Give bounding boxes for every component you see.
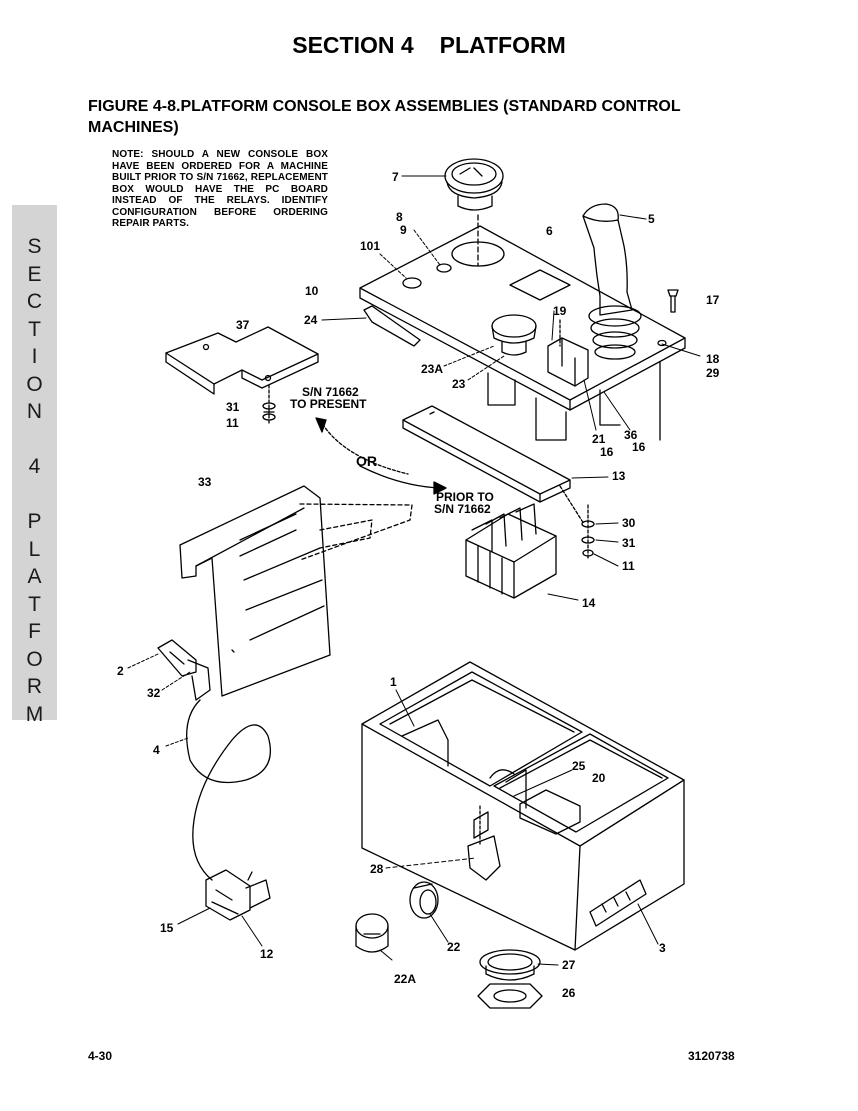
side-tab-letter: M [25, 702, 44, 726]
callout-11-left: 11 [226, 416, 239, 430]
callout-5: 5 [648, 212, 655, 226]
knob-cap [355, 913, 389, 953]
callout-28: 28 [370, 862, 384, 876]
side-tab-letter: T [28, 592, 41, 616]
callout-13: 13 [612, 469, 626, 483]
callout-24: 24 [304, 313, 318, 327]
side-tab-letter: 4 [28, 455, 41, 478]
side-tab-letter: L [28, 537, 41, 561]
serial-arrows [315, 417, 447, 495]
callout-23a: 23A [421, 362, 443, 376]
side-tab-letter: O [26, 647, 43, 671]
callout-23: 23 [452, 377, 466, 391]
callout-25: 25 [572, 759, 586, 773]
callout-37: 37 [236, 318, 250, 332]
console-box-housing [361, 661, 685, 951]
console-top-plate [359, 225, 686, 441]
side-tab-letter: O [26, 372, 43, 396]
callout-22a: 22A [394, 972, 416, 986]
side-tab-letter: F [28, 620, 41, 643]
cable-connector [157, 639, 272, 881]
callout-22: 22 [447, 940, 461, 954]
callout-9: 9 [400, 223, 407, 237]
callout-21: 21 [592, 432, 606, 446]
gasket-strip [363, 305, 421, 347]
relay-block [465, 503, 557, 599]
side-tab-letter: R [26, 675, 43, 698]
relay-cover-plate [165, 326, 319, 395]
sn-present-line1: S/N 71662 [302, 385, 359, 399]
callout-31-right: 31 [622, 536, 636, 550]
callout-1: 1 [390, 675, 397, 689]
callout-29: 29 [706, 366, 720, 380]
gauge-knob [444, 158, 504, 267]
ring-nut [479, 949, 541, 981]
callout-8: 8 [396, 210, 403, 224]
side-tab-letter: E [27, 262, 42, 286]
callout-16-a: 16 [600, 445, 614, 459]
selector-knob [409, 881, 439, 919]
pc-board [179, 485, 413, 697]
section-number: SECTION 4 [292, 32, 414, 58]
callout-31-left: 31 [226, 400, 240, 414]
callout-12: 12 [260, 947, 274, 961]
washer-nut-stack-left [262, 384, 276, 425]
joystick-controller [582, 203, 642, 360]
callout-18: 18 [706, 352, 720, 366]
callout-11-right: 11 [622, 559, 635, 573]
screw [667, 289, 679, 313]
side-tab-letter: N [26, 400, 43, 423]
serial-annotations: S/N 71662 TO PRESENT OR PRIOR TO S/N 716… [290, 385, 494, 516]
callout-33: 33 [198, 475, 212, 489]
page-number: 4-30 [88, 1049, 113, 1063]
callout-4: 4 [153, 743, 160, 757]
prior-line1: PRIOR TO [436, 490, 494, 504]
side-tab-letter: I [31, 345, 38, 368]
callout-19: 19 [553, 304, 567, 318]
side-tab-letter: S [27, 235, 42, 258]
side-tab-letter: P [27, 510, 42, 533]
strain-relief-fitting [205, 869, 271, 921]
toggle-switch-block [547, 319, 589, 387]
callout-30: 30 [622, 516, 636, 530]
hex-nut [477, 983, 543, 1009]
leader-lines [127, 175, 701, 966]
side-tab-letter: C [26, 290, 43, 313]
callout-2: 2 [117, 664, 124, 678]
toggle-switch [467, 805, 501, 881]
callout-7: 7 [392, 170, 399, 184]
callout-32: 32 [147, 686, 161, 700]
callout-101: 101 [360, 239, 380, 253]
callout-36: 36 [624, 428, 638, 442]
relay-mounting-bracket [402, 405, 585, 525]
sn-present-line2: TO PRESENT [290, 397, 367, 411]
side-tab-letter: A [27, 565, 42, 588]
callout-27: 27 [562, 958, 576, 972]
side-tab-letter: T [28, 317, 41, 341]
callout-17: 17 [706, 293, 720, 307]
section-title: SECTION 4 PLATFORM [0, 32, 858, 59]
callout-16-b: 16 [632, 440, 646, 454]
figure-note: NOTE: SHOULD A NEW CONSOLE BOX HAVE BEEN… [112, 149, 328, 229]
emergency-stop-switch [491, 314, 537, 356]
callout-14: 14 [582, 596, 596, 610]
figure-title: FIGURE 4-8.PLATFORM CONSOLE BOX ASSEMBLI… [88, 98, 681, 136]
callout-26: 26 [562, 986, 576, 1000]
callout-6: 6 [546, 224, 553, 238]
callout-3: 3 [659, 941, 666, 955]
washer-nut-stack-right [581, 504, 595, 561]
callout-15: 15 [160, 921, 174, 935]
callout-10: 10 [305, 284, 319, 298]
section-name: PLATFORM [439, 32, 566, 58]
document-number: 3120738 [688, 1049, 735, 1063]
or-label: OR [356, 453, 377, 469]
callout-20: 20 [592, 771, 606, 785]
callout-labels: 7 5 8 9 101 6 10 17 37 24 19 18 29 23A 2… [117, 170, 720, 1000]
prior-line2: S/N 71662 [434, 502, 491, 516]
